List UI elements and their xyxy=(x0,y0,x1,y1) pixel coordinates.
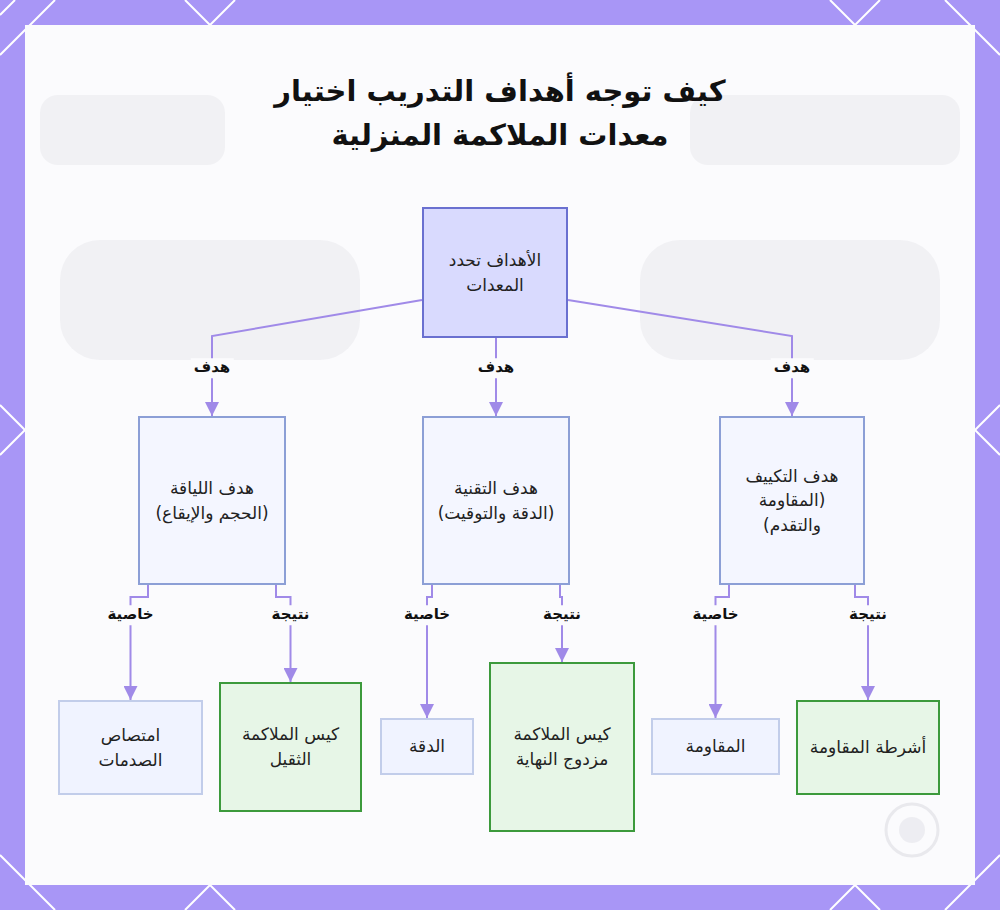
logo-core xyxy=(899,817,925,843)
logo-ring xyxy=(886,804,938,856)
box-text: كيس الملاكمة الثقيل xyxy=(231,722,350,771)
edge-label: خاصية xyxy=(104,605,156,625)
decor-line xyxy=(855,885,880,910)
blur-shape xyxy=(640,240,940,360)
edge-label: خاصية xyxy=(401,605,453,625)
edge-label: نتيجة xyxy=(540,605,584,625)
edge-label: خاصية xyxy=(689,605,741,625)
white-panel xyxy=(25,25,975,885)
edge-label: هدف xyxy=(771,358,814,378)
connector xyxy=(212,300,422,416)
blur-shape xyxy=(60,240,360,360)
equipment-box: أشرطة المقاومة xyxy=(796,700,940,795)
decor-line xyxy=(0,430,25,455)
box-text: هدف التقنية (الدقة والتوقيت) xyxy=(434,476,558,525)
decor-line xyxy=(0,0,15,15)
connector xyxy=(131,585,149,700)
decor-line xyxy=(830,0,855,25)
edge-label: نتيجة xyxy=(846,605,890,625)
box-text: أشرطة المقاومة xyxy=(810,735,926,760)
edge-label: نتيجة xyxy=(269,605,313,625)
connector xyxy=(855,585,868,700)
box-text: هدف التكييف (المقاومة والتقدم) xyxy=(731,464,853,538)
decor-line xyxy=(975,405,1000,430)
goal-box: هدف التقنية (الدقة والتوقيت) xyxy=(422,416,570,585)
connector xyxy=(568,300,792,416)
equipment-box: كيس الملاكمة مزدوج النهاية xyxy=(489,662,635,832)
box-text: هدف اللياقة (الحجم والإيقاع) xyxy=(150,476,274,525)
decor-line xyxy=(210,885,235,910)
decor-line xyxy=(975,430,1000,455)
equipment-box: كيس الملاكمة الثقيل xyxy=(219,682,362,812)
box-text: المقاومة xyxy=(686,734,746,759)
edge-label: هدف xyxy=(475,358,518,378)
decor-line xyxy=(185,885,210,910)
property-box: امتصاص الصدمات xyxy=(58,700,203,795)
edge-label: هدف xyxy=(191,358,234,378)
box-text: كيس الملاكمة مزدوج النهاية xyxy=(501,722,623,771)
goal-box: هدف التكييف (المقاومة والتقدم) xyxy=(719,416,865,585)
box-text: الأهداف تحدد المعدات xyxy=(434,248,556,297)
property-box: الدقة xyxy=(380,718,474,775)
decor-line xyxy=(855,0,880,25)
property-box: المقاومة xyxy=(651,718,780,775)
box-text: الدقة xyxy=(409,734,445,759)
diagram-title: كيف توجه أهداف التدريب اختيار معدات المل… xyxy=(240,70,760,157)
decor-line xyxy=(830,885,855,910)
decor-line xyxy=(210,0,235,25)
box-text: امتصاص الصدمات xyxy=(70,723,191,772)
root-box: الأهداف تحدد المعدات xyxy=(422,207,568,338)
decor-line xyxy=(185,0,210,25)
decor-line xyxy=(0,405,25,430)
blur-shape xyxy=(40,95,225,165)
connector xyxy=(276,585,291,682)
watermark-logo xyxy=(886,804,938,856)
blur-shape xyxy=(690,95,960,165)
goal-box: هدف اللياقة (الحجم والإيقاع) xyxy=(138,416,286,585)
